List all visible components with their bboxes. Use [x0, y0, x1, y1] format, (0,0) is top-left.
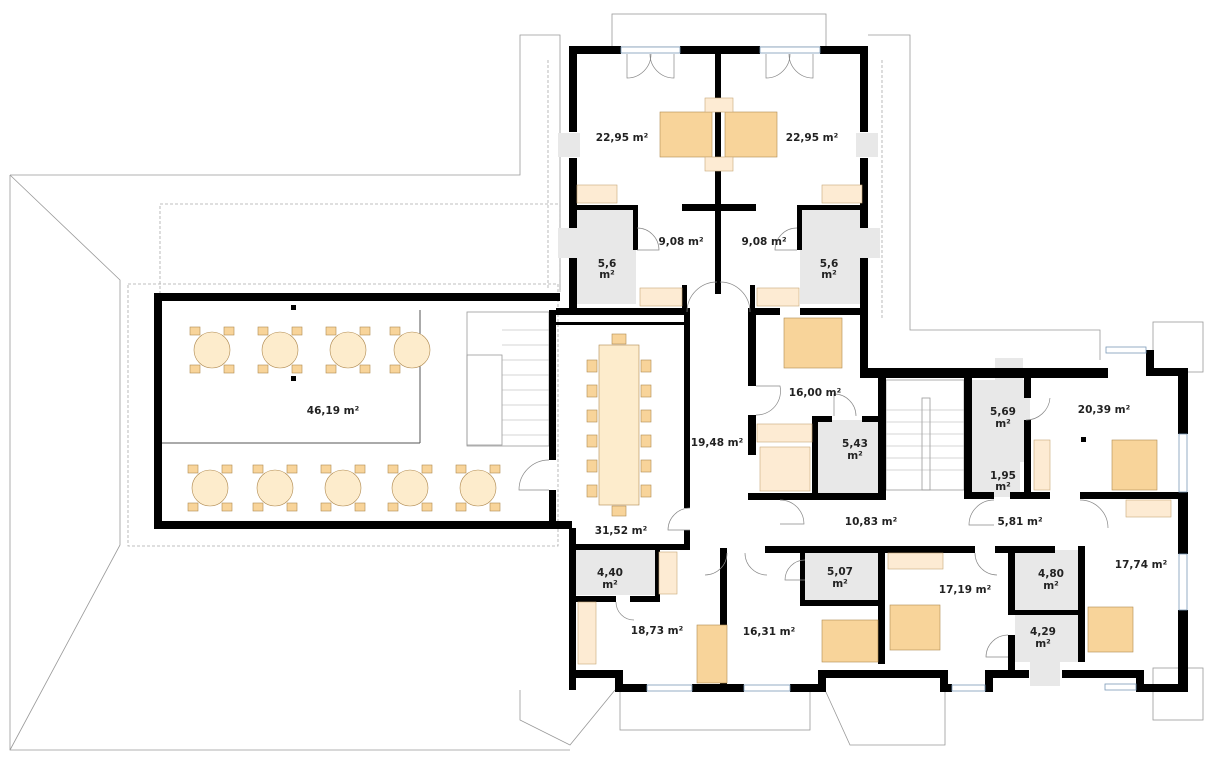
- room-area-bath-se2: 4,29: [1030, 626, 1056, 638]
- round-tables: [187, 326, 501, 512]
- room-area-bedroom-s: 17,19 m²: [939, 584, 992, 596]
- walls: [154, 46, 1188, 692]
- room-area-bath-se1: 4,80: [1038, 568, 1064, 580]
- room-area-corridor-center: 19,48 m²: [691, 437, 744, 449]
- room-area-bedroom-se: 17,74 m²: [1115, 559, 1168, 571]
- room-unit-bath-ne: m²: [821, 269, 837, 281]
- room-area-bath-nw: 5,6: [598, 258, 617, 270]
- room-area-bedroom-sw: 18,73 m²: [631, 625, 684, 637]
- room-unit-bath-center: m²: [847, 450, 863, 462]
- room-area-bedroom-ne: 22,95 m²: [786, 132, 839, 144]
- room-unit-wc-east: m²: [995, 481, 1011, 493]
- room-area-bath-east: 5,69: [990, 406, 1016, 418]
- room-area-bath-ne: 5,6: [820, 258, 839, 270]
- room-unit-bath-sw: m²: [602, 579, 618, 591]
- staircase: [466, 311, 965, 491]
- room-area-hall-nw: 9,08 m²: [658, 236, 704, 248]
- doors: [518, 53, 1109, 658]
- room-area-bath-sw: 4,40: [597, 567, 623, 579]
- room-area-corridor-south: 10,83 m²: [845, 516, 898, 528]
- room-area-bedroom-ssw: 16,31 m²: [743, 626, 796, 638]
- furniture: [187, 97, 1172, 684]
- dining-chairs: [586, 333, 652, 517]
- room-area-bath-center: 5,43: [842, 438, 868, 450]
- room-labels: 22,95 m² 22,95 m² 9,08 m² 9,08 m² 5,6 m²…: [307, 132, 1168, 650]
- room-unit-bath-nw: m²: [599, 269, 615, 281]
- room-area-corridor-east: 5,81 m²: [997, 516, 1043, 528]
- room-area-terrace-dining: 46,19 m²: [307, 405, 360, 417]
- room-area-bedroom-center: 16,00 m²: [789, 387, 842, 399]
- room-area-hall-ne: 9,08 m²: [741, 236, 787, 248]
- room-unit-bath-se1: m²: [1043, 580, 1059, 592]
- room-area-dining-hall: 31,52 m²: [595, 525, 648, 537]
- room-unit-bath-se2: m²: [1035, 638, 1051, 650]
- room-area-bedroom-nw: 22,95 m²: [596, 132, 649, 144]
- room-area-bedroom-east: 20,39 m²: [1078, 404, 1131, 416]
- wet-rooms: [558, 133, 1080, 686]
- windows: [620, 46, 1188, 692]
- room-unit-bath-east: m²: [995, 418, 1011, 430]
- room-area-bath-s: 5,07: [827, 566, 853, 578]
- room-area-wc-east: 1,95: [990, 470, 1016, 482]
- room-unit-bath-s: m²: [832, 578, 848, 590]
